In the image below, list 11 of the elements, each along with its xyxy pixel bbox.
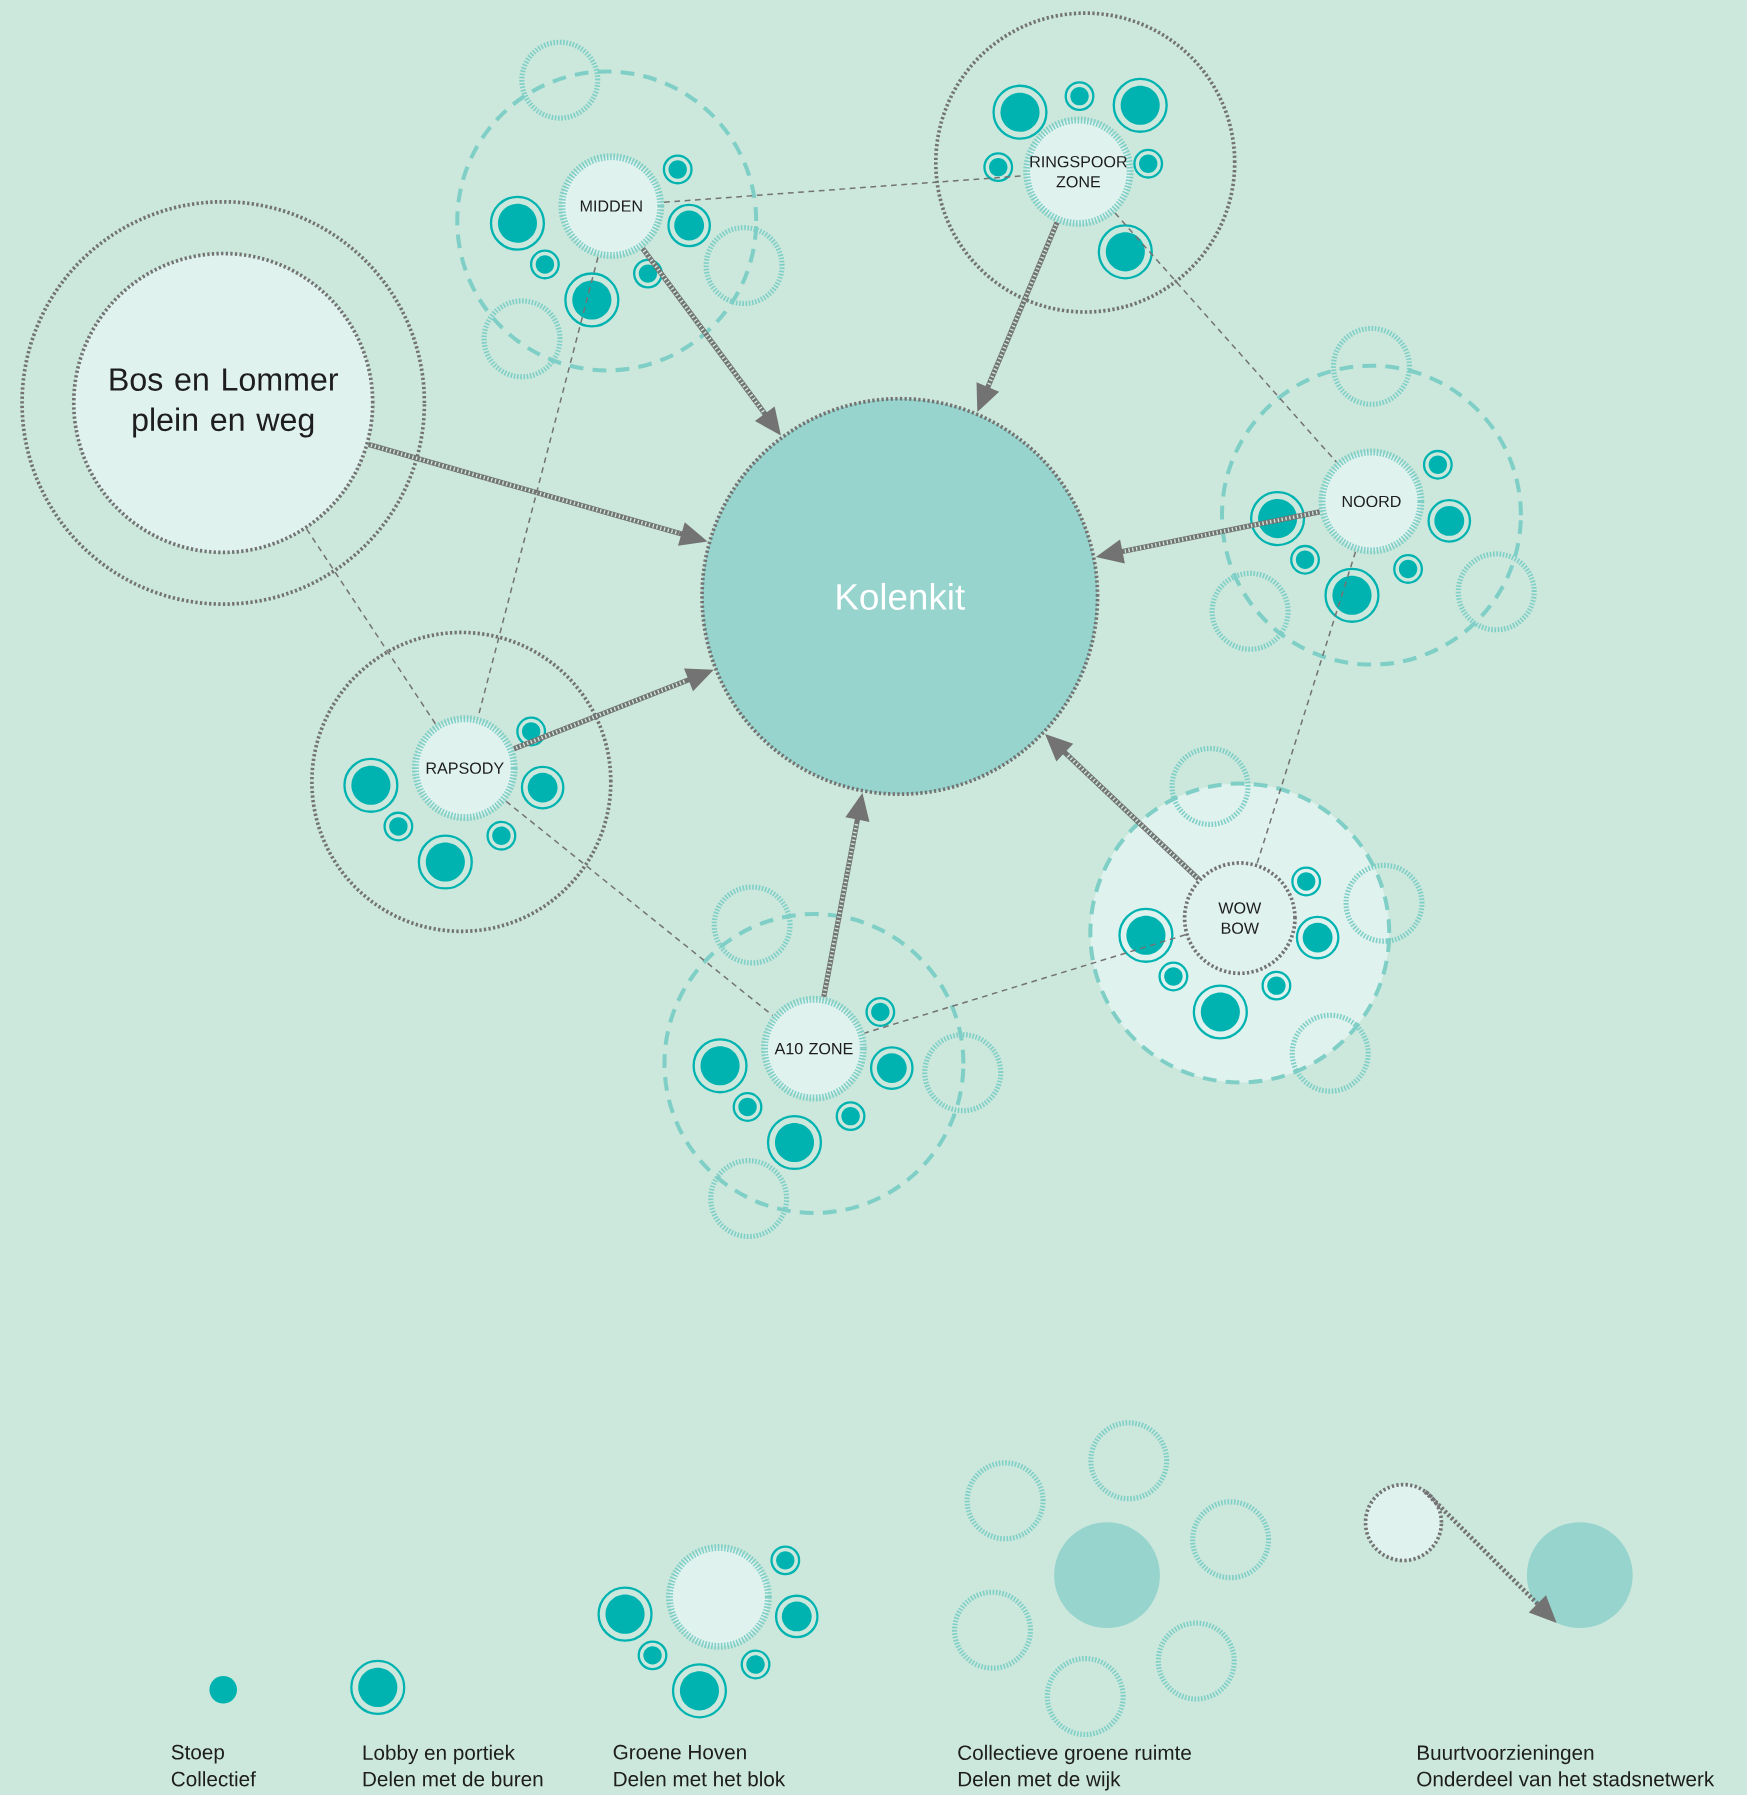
- legend-text: Buurtvoorzieningen: [1418, 1744, 1594, 1765]
- legend-text: Delen met het blok: [614, 1771, 786, 1787]
- legend-text: Onderdeel van het stadsnetwerk: [1417, 1771, 1715, 1787]
- legend-text: Collectieve groene ruimte: [958, 1744, 1191, 1765]
- legend-text: Delen met de buren: [363, 1771, 543, 1787]
- legend-text: Delen met de wijk: [959, 1771, 1121, 1791]
- legend-text: Groene Hoven: [613, 1744, 746, 1760]
- connector-line: [306, 528, 437, 725]
- legend-text: Stoep: [171, 1744, 225, 1764]
- legend-text: Lobby en portiek: [363, 1744, 515, 1765]
- legend-text: Collectief: [171, 1771, 256, 1787]
